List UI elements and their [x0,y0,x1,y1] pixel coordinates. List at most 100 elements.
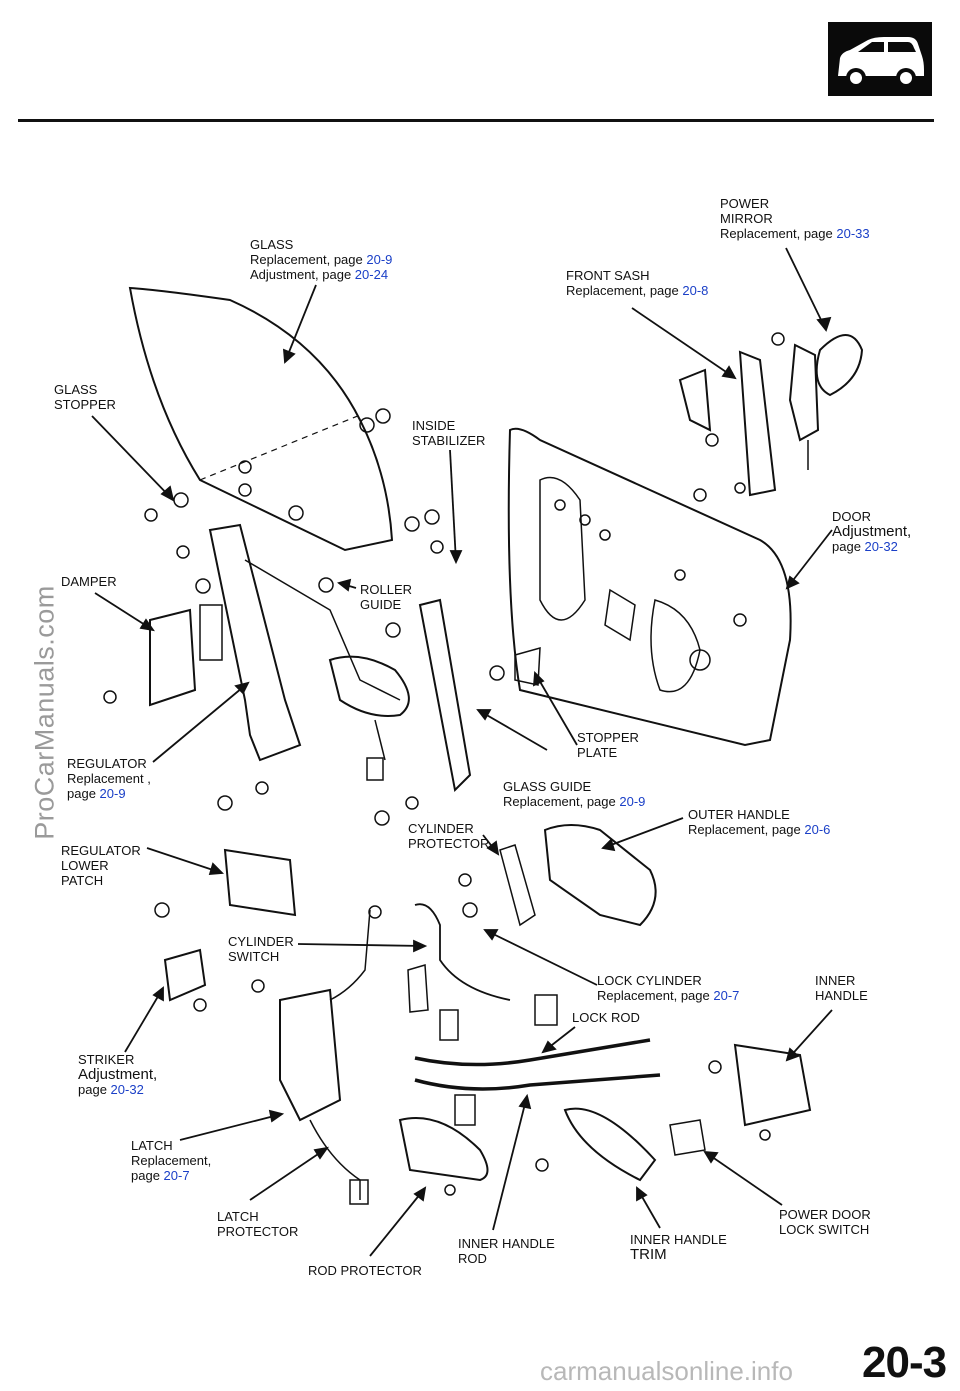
regulator-lower-patch-line2: LOWER [61,858,109,873]
latch-line1: LATCH [131,1138,173,1153]
striker-line1: STRIKER [78,1052,135,1067]
glass-panel [128,286,394,552]
door-panel [507,427,792,747]
leader-arrows [91,247,833,1257]
lock-cylinder-line1: LOCK CYLINDER [597,973,702,988]
power-mirror-shape [815,334,864,397]
striker-shape [163,948,207,1002]
rod-protector-line1: ROD PROTECTOR [308,1263,422,1278]
glass-replacement-page-link[interactable]: 20-9 [366,252,393,267]
latch-ref-text: page [131,1168,164,1183]
cylinder-protector-line2: PROTECTOR [408,836,490,851]
power-mirror-label: POWER MIRROR Replacement, page 20-33 [720,196,870,241]
power-mirror-ref-text: Replacement, page [720,226,837,241]
power-mirror-page-link[interactable]: 20-33 [836,226,870,241]
inner-handle-trim-line1: INNER HANDLE [630,1232,727,1247]
latch-protector-line2: PROTECTOR [217,1224,299,1239]
lock-rod-shape [414,1038,651,1067]
door-page-link[interactable]: 20-32 [864,539,898,554]
roller-guide-line1: ROLLER [360,582,413,597]
page-number: 20-3 [862,1338,947,1387]
door-label: DOOR Adjustment, page 20-32 [832,509,911,554]
glass-stopper-line2: STOPPER [54,397,116,412]
cylinder-switch-line1: CYLINDER [228,934,294,949]
front-sash-line1: FRONT SASH [566,268,650,283]
inner-handle-trim-shape [563,1107,657,1182]
lock-cylinder-label: LOCK CYLINDER Replacement, page 20-7 [597,973,739,1003]
damper-line1: DAMPER [61,574,117,589]
lock-cylinder-ref-text: Replacement, page [597,988,714,1003]
glass-guide-page-link[interactable]: 20-9 [619,794,646,809]
lock-rod-label: LOCK ROD [572,1010,640,1025]
glass-label: GLASS Replacement, page 20-9 Adjustment,… [250,237,392,282]
front-sash-page-link[interactable]: 20-8 [682,283,709,298]
fastener-bolts [103,332,785,1196]
cylinder-switch-line2: SWITCH [228,949,280,964]
regulator-frame [208,523,302,762]
stopper-plate-shape [514,646,541,686]
glass-stopper-line1: GLASS [54,382,98,397]
rod-protector-label: ROD PROTECTOR [308,1263,422,1278]
inner-handle-rod-label: INNER HANDLE ROD [458,1236,555,1266]
power-mirror-line1: POWER [720,196,770,211]
glass-guide-label: GLASS GUIDE Replacement, page 20-9 [503,779,645,809]
glass-replacement-text: Replacement, page [250,252,367,267]
power-door-lock-switch-line1: POWER DOOR [779,1207,871,1222]
watermark-text: ProCarManuals.com [29,585,60,840]
regulator-page-link[interactable]: 20-9 [99,786,126,801]
glass-stopper-label: GLASS STOPPER [54,382,116,412]
power-mirror-line2: MIRROR [720,211,773,226]
damper-shape [149,608,197,707]
front-sash-label: FRONT SASH Replacement, page 20-8 [566,268,708,298]
power-door-lock-switch-line2: LOCK SWITCH [779,1222,870,1237]
car-body-icon [828,22,932,96]
glass-line1: GLASS [250,237,294,252]
latch-protector-label: LATCH PROTECTOR [217,1209,298,1239]
inner-handle-line1: INNER [815,973,856,988]
regulator-lower-patch-label: REGULATOR LOWER PATCH [61,843,141,888]
regulator-lower-patch-line1: REGULATOR [61,843,141,858]
latch-protector-line1: LATCH [217,1209,259,1224]
lock-rod-line1: LOCK ROD [572,1010,640,1025]
inner-handle-trim-line2: TRIM [630,1246,667,1263]
regulator-ref-text: page [67,786,100,801]
glass-adjustment-text: Adjustment, page [250,267,355,282]
cylinder-protector-line1: CYLINDER [408,821,474,836]
outer-handle-page-link[interactable]: 20-6 [804,822,831,837]
stopper-plate-line1: STOPPER [577,730,639,745]
inside-stabilizer-label: INSIDE STABILIZER [412,418,485,448]
inner-handle-line2: HANDLE [815,988,868,1003]
regulator-lower-patch-line3: PATCH [61,873,104,888]
door-ref-text: page [832,539,865,554]
latch-shape [279,988,342,1122]
front-sash [738,350,777,497]
inner-handle-shape [733,1043,812,1127]
power-door-lock-switch-label: POWER DOOR LOCK SWITCH [779,1207,871,1237]
inner-handle-rod-line1: INNER HANDLE [458,1236,555,1251]
striker-label: STRIKER Adjustment, page 20-32 [78,1052,157,1097]
striker-line2: Adjustment, [78,1066,158,1083]
door-line2: Adjustment, [832,523,912,540]
outer-handle-label: OUTER HANDLE Replacement, page 20-6 [688,807,830,837]
inner-handle-trim-label: INNER HANDLE TRIM [630,1232,727,1262]
stopper-plate-line2: PLATE [577,745,618,760]
latch-page-link[interactable]: 20-7 [163,1168,190,1183]
outer-handle-shape [543,824,657,927]
regulator-label: REGULATOR Replacement , page 20-9 [67,756,151,801]
header-rule [18,119,934,122]
glass-adjustment-page-link[interactable]: 20-24 [354,267,389,282]
lock-cylinder-page-link[interactable]: 20-7 [713,988,740,1003]
roller-guide-label: ROLLER GUIDE [360,582,412,612]
front-sash-ref-text: Replacement, page [566,283,683,298]
inner-handle-rod-line2: ROD [458,1251,487,1266]
inside-stabilizer-line2: STABILIZER [412,433,486,448]
regulator-line1: REGULATOR [67,756,147,771]
glass-guide-rail [418,598,472,793]
glass-guide-line1: GLASS GUIDE [503,779,592,794]
striker-page-link[interactable]: 20-32 [110,1082,144,1097]
door-line1: DOOR [832,509,871,524]
cylinder-protector-label: CYLINDER PROTECTOR [408,821,489,851]
car-silhouette-icon [838,37,924,88]
latch-line2: Replacement, [131,1153,212,1168]
